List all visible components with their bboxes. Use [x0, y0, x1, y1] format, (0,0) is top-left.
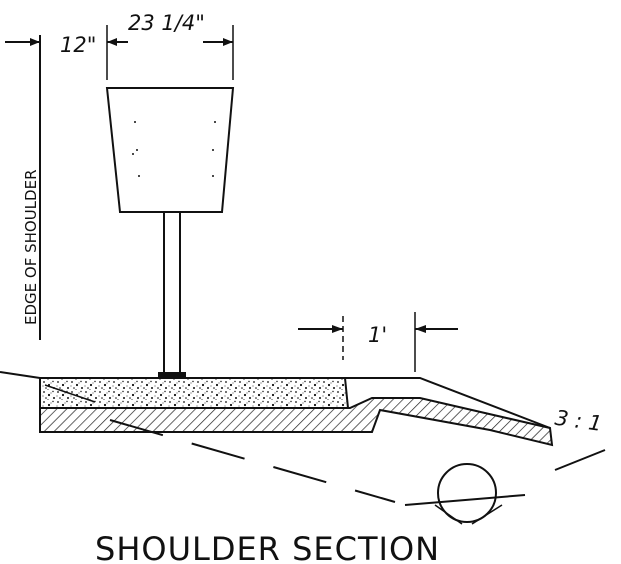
sign-panel — [105, 87, 235, 213]
existing-ground-line — [0, 371, 41, 379]
section-title: SHOULDER SECTION — [95, 530, 440, 564]
offset-dimension: 12" — [5, 33, 117, 57]
sign-rivets — [132, 121, 216, 177]
culvert-pipe — [437, 463, 497, 523]
shoulder-width-dimension-text: 1' — [368, 323, 387, 347]
shoulder-width-dimension: 1' — [298, 312, 458, 372]
post-base — [158, 372, 186, 378]
subgrade-line — [109, 419, 396, 503]
surface-fill-stroke — [44, 384, 96, 403]
shoulder-slope-line — [345, 377, 551, 429]
sign-width-dimension: 23 1/4" — [106, 11, 234, 80]
slope-line — [554, 449, 606, 471]
base-course — [39, 397, 554, 447]
edge-of-shoulder-label: EDGE OF SHOULDER — [22, 170, 40, 326]
ditch-line — [404, 494, 526, 506]
sign-width-dimension-text: 23 1/4" — [128, 11, 205, 35]
slope-ratio-text: 3 : 1 — [553, 406, 603, 436]
aggregate-surface — [39, 377, 350, 409]
culvert-bedding-left — [434, 504, 463, 525]
offset-dimension-text: 12" — [60, 33, 96, 57]
culvert-bedding-right — [471, 504, 503, 525]
sign-post — [163, 211, 181, 377]
